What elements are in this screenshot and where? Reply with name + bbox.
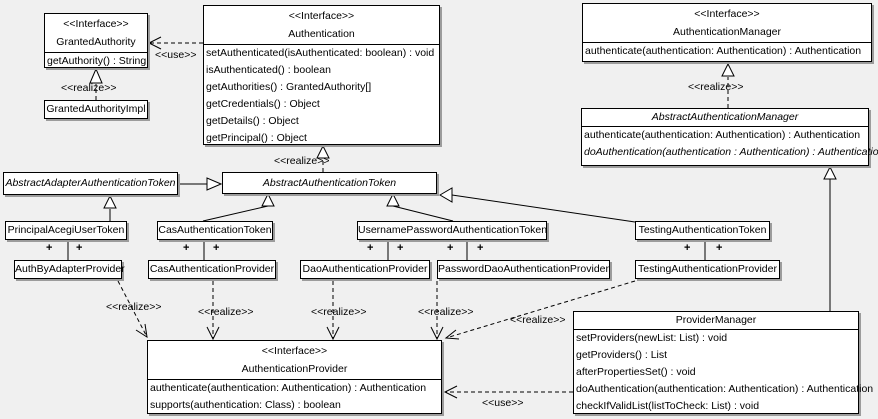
class-cas-authentication-provider[interactable]: CasAuthenticationProvider — [148, 260, 276, 279]
edge-gen-abstractadapter-abstracttoken — [178, 177, 223, 191]
method-label: getProviders() : List — [576, 349, 668, 361]
class-authentication-provider[interactable]: <<Interface>> AuthenticationProvider aut… — [147, 340, 442, 414]
edge-gen-castoken — [202, 192, 275, 222]
edge-realize-abstractauthenticationtoken — [316, 144, 330, 172]
class-title: CasAuthenticationProvider — [149, 263, 275, 275]
class-title: TestingAuthenticationProvider — [638, 263, 777, 275]
method-label: authenticate(authentication: Authenticat… — [150, 382, 427, 394]
stereotype-label: <<Interface>> — [694, 8, 760, 20]
edge-realize-abstractauthenticationmanager — [721, 62, 735, 108]
method-label: doAuthentication(authentication: Authent… — [576, 383, 874, 395]
method-label: setProviders(newList: List) : void — [576, 332, 728, 344]
edge-label-realize: <<realize>> — [61, 82, 117, 94]
edge-label-realize: <<realize>> — [418, 306, 474, 318]
class-provider-manager[interactable]: ProviderManager setProviders(newList: Li… — [573, 311, 874, 414]
edge-realize-daoauthenticationprovider — [326, 281, 340, 341]
class-authentication[interactable]: <<Interface>> Authentication setAuthenti… — [203, 5, 440, 145]
multiplicity-plus: + — [684, 242, 691, 254]
edge-assoc-token-provider — [67, 240, 706, 260]
class-title: AuthByAdapterProvider — [15, 263, 125, 275]
multiplicity-plus: + — [367, 242, 374, 254]
class-granted-authority-impl[interactable]: GrantedAuthorityImpl — [44, 100, 148, 119]
edge-realize-testingprovider — [444, 280, 636, 340]
method-label: setAuthenticated(isAuthenticated: boolea… — [206, 47, 435, 59]
class-abstract-adapter-authentication-token[interactable]: AbstractAdapterAuthenticationToken — [3, 172, 178, 195]
edge-gen-providermanager — [823, 165, 837, 311]
multiplicity-plus: + — [76, 242, 83, 254]
multiplicity-plus: + — [397, 242, 404, 254]
method-label: checkIfValidList(listToCheck: List) : vo… — [576, 400, 760, 412]
edge-gen-principalacegi — [103, 194, 117, 221]
class-title: CasAuthenticationToken — [158, 224, 272, 236]
edge-label-realize: <<realize>> — [311, 306, 367, 318]
edge-label-realize: <<realize>> — [510, 314, 566, 326]
class-auth-by-adapter-provider[interactable]: AuthByAdapterProvider — [14, 260, 125, 279]
multiplicity-plus: + — [447, 242, 454, 254]
method-label: getAuthorities() : GrantedAuthority[] — [206, 81, 372, 93]
edge-realize-grantedauthorityimpl — [89, 67, 103, 100]
class-title: AbstractAuthenticationManager — [651, 111, 799, 123]
edge-label-realize: <<realize>> — [688, 81, 744, 93]
class-testing-authentication-token[interactable]: TestingAuthenticationToken — [635, 221, 770, 240]
method-label: doAuthentication(authentication : Authen… — [584, 146, 878, 158]
class-title: AuthenticationProvider — [241, 363, 348, 375]
class-title: AuthenticationManager — [673, 26, 781, 38]
class-cas-authentication-token[interactable]: CasAuthenticationToken — [157, 221, 273, 240]
class-password-dao-authentication-provider[interactable]: PasswordDaoAuthenticationProvider — [437, 260, 610, 279]
multiplicity-plus: + — [213, 242, 220, 254]
class-abstract-authentication-token[interactable]: AbstractAuthenticationToken — [222, 172, 437, 194]
method-label: afterPropertiesSet() : void — [576, 366, 696, 378]
stereotype-label: <<Interface>> — [63, 18, 129, 30]
class-principal-acegi-user-token[interactable]: PrincipalAcegiUserToken — [5, 221, 127, 240]
class-title: DaoAuthenticationProvider — [302, 263, 428, 275]
multiplicity-plus: + — [716, 242, 723, 254]
class-testing-authentication-provider[interactable]: TestingAuthenticationProvider — [635, 260, 780, 279]
method-label: getAuthority() : String — [47, 55, 147, 67]
class-title: UsernamePasswordAuthenticationToken — [358, 224, 548, 236]
class-authentication-manager[interactable]: <<Interface>> AuthenticationManager auth… — [582, 3, 872, 62]
class-title: PrincipalAcegiUserToken — [7, 224, 125, 236]
method-label: isAuthenticated() : boolean — [206, 64, 331, 76]
method-label: getCredentials() : Object — [206, 98, 320, 110]
edge-gen-usernamepasswordtoken — [386, 192, 454, 222]
class-abstract-authentication-manager[interactable]: AbstractAuthenticationManager authentica… — [581, 108, 878, 166]
class-title: ProviderManager — [675, 314, 757, 326]
class-title: PasswordDaoAuthenticationProvider — [438, 263, 610, 275]
stereotype-label: <<Interface>> — [288, 10, 355, 22]
class-title: TestingAuthenticationToken — [638, 224, 767, 236]
class-title: GrantedAuthority — [56, 36, 136, 48]
multiplicity-plus: + — [46, 242, 53, 254]
edge-use-authentication-grantedauthority — [147, 36, 203, 50]
edge-use-providermanager — [443, 385, 573, 399]
edge-label-use: <<use>> — [482, 397, 524, 409]
method-label: supports(authentication: Class) : boolea… — [150, 399, 341, 411]
class-title: Authentication — [288, 28, 355, 40]
class-title: AbstractAdapterAuthenticationToken — [5, 177, 176, 189]
method-label: getPrincipal() : Object — [206, 132, 307, 144]
method-label: authenticate(authentication: Authenticat… — [584, 129, 861, 141]
edge-label-use: <<use>> — [155, 49, 197, 61]
multiplicity-plus: + — [183, 242, 190, 254]
edge-realize-casauthenticationprovider — [206, 281, 220, 341]
multiplicity-plus: + — [477, 242, 484, 254]
method-label: authenticate(authentication: Authenticat… — [585, 45, 862, 57]
edge-gen-testingtoken — [439, 187, 636, 223]
class-title: AbstractAuthenticationToken — [262, 177, 397, 189]
class-dao-authentication-provider[interactable]: DaoAuthenticationProvider — [300, 260, 430, 279]
class-granted-authority[interactable]: <<Interface>> GrantedAuthority getAuthor… — [44, 13, 148, 68]
edge-label-realize: <<realize>> — [106, 301, 162, 313]
class-username-password-authentication-token[interactable]: UsernamePasswordAuthenticationToken — [357, 221, 547, 240]
edge-label-realize: <<realize>> — [198, 306, 254, 318]
edge-realize-passworddaoprovider — [430, 281, 444, 341]
stereotype-label: <<Interface>> — [261, 345, 328, 357]
class-title: GrantedAuthorityImpl — [46, 103, 146, 115]
method-label: getDetails() : Object — [206, 115, 299, 127]
edge-realize-authbyadapterprovider — [117, 280, 148, 339]
edge-label-realize: <<realize>> — [274, 155, 330, 167]
